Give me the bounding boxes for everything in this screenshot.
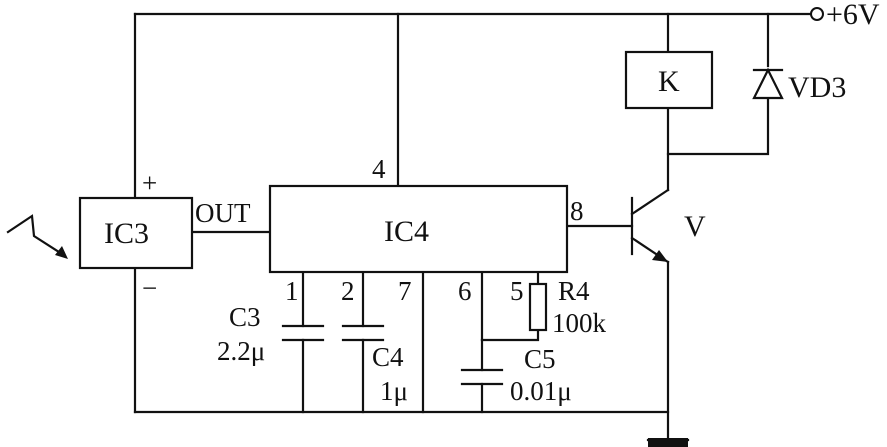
c4-name: C4	[372, 342, 404, 372]
light-input-icon	[6, 214, 68, 259]
transistor-label: V	[684, 210, 706, 243]
r4-name: R4	[558, 276, 590, 306]
diode-label: VD3	[788, 71, 846, 104]
ic4-pin6-label: 6	[458, 276, 472, 306]
ic3-plus-label: +	[142, 168, 157, 198]
c4-capacitor	[341, 270, 385, 414]
c4-value: 1μ	[380, 376, 408, 406]
supply-rail	[133, 7, 824, 21]
ic3-out-label: OUT	[195, 198, 251, 228]
ic4-label: IC4	[384, 215, 429, 248]
ground-bar	[648, 438, 688, 447]
supply-label: +6V	[826, 0, 880, 31]
c5-name: C5	[524, 344, 556, 374]
r4-value: 100k	[552, 308, 607, 338]
ic4-pin4-label: 4	[372, 154, 386, 184]
c3-value: 2.2μ	[217, 336, 265, 366]
ic4-pin8-label: 8	[570, 196, 584, 226]
c5-value: 0.01μ	[510, 376, 572, 406]
c3-capacitor	[281, 270, 325, 414]
diode-bottom-wire	[666, 98, 770, 156]
ic4-pin5-label: 5	[510, 276, 524, 306]
relay-label: K	[658, 65, 680, 98]
ic3-minus-label: −	[142, 273, 157, 303]
ic3-box	[78, 196, 194, 270]
relay-box	[624, 50, 714, 110]
ic4-pin7-label: 7	[398, 276, 412, 306]
diode-symbol	[752, 67, 784, 100]
r4-resistor	[528, 282, 548, 332]
ic4-pin2-label: 2	[341, 276, 355, 306]
timing-network	[460, 270, 540, 414]
ic4-pin1-label: 1	[285, 276, 299, 306]
transistor-symbol	[630, 188, 670, 264]
ic3-label: IC3	[104, 217, 149, 250]
ic4-box	[268, 184, 569, 274]
c3-name: C3	[229, 302, 261, 332]
